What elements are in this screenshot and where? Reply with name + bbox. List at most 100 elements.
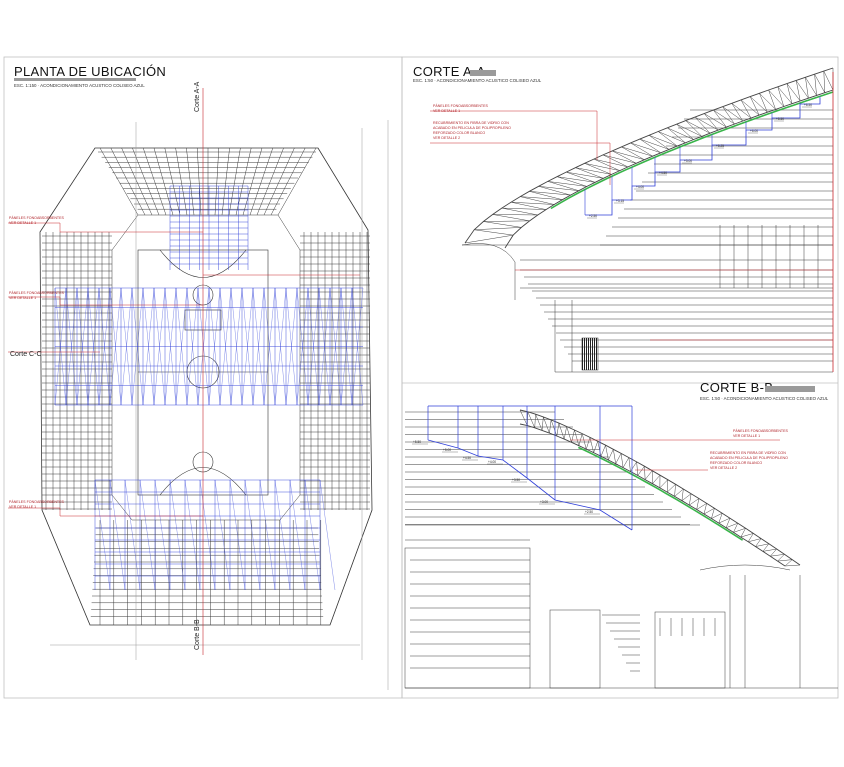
bb-note-lining-3: REFORZADO COLOR BLANCO [710,461,762,465]
aa-truss-web [658,131,686,144]
bb-level-label: +3.00 [540,500,548,504]
aa-truss-web [566,171,596,183]
panel-bottom-diag [259,479,276,591]
bb-truss-web [733,523,739,533]
aa-truss-web [602,154,637,164]
plan-leader-2 [8,296,203,306]
aa-truss-web [795,80,809,99]
aa-note-panels-1: PÁNELES FONOABSORBENTES [433,104,489,108]
aa-truss-top-chord [464,67,834,244]
aa-truss-web [658,131,678,147]
aa-truss-web [704,113,719,131]
aa-note-lining-2: ACABADO EN PELICULA DE POLIPROPILENO [433,126,511,130]
aa-truss-web [704,113,727,128]
aa-truss-web [750,96,768,113]
panel-bottom-diag [304,479,321,591]
aa-truss-web [464,234,514,244]
aa-truss-web [630,142,661,154]
stand-radial-top [256,147,284,216]
plan-scale: ESC. 1:150 · ACONDICIONAMIENTO ACUSTICO … [14,83,145,88]
section-bb-view: CORTE B-B ESC. 1:50 · ACONDICIONAMIENTO … [404,380,838,689]
aa-level-label: +4.00 [636,185,644,189]
bb-arch [699,564,791,571]
bb-truss-web [630,461,637,472]
panel-bottom-diag [184,479,201,591]
aa-level-label: +3.15 [616,199,624,203]
section-bb-level-marks: +5.50+5.00+4.50+4.00+3.50+3.00+2.50 [412,440,600,515]
section-aa-acoustic-panels [584,96,821,216]
aa-level-label: +6.00 [750,129,758,133]
plan-title: PLANTA DE UBICACIÓN [14,64,166,79]
aa-truss-web [805,77,817,96]
section-bb-acoustic-panels [427,405,633,531]
bb-truss-web [571,429,575,443]
aa-level-label: +4.50 [659,171,667,175]
cut-label-cc: Corte C-C [10,351,42,358]
bb-truss-web [622,457,630,468]
bb-truss-web [615,453,622,464]
aa-truss-web [722,106,743,122]
aa-truss-web [722,106,735,125]
plan-title-underline [14,78,136,81]
bb-truss-web [652,475,661,484]
aa-truss-web [630,142,653,157]
stand-radial-top [175,147,188,216]
acoustic-panels-plan [54,185,364,591]
bb-truss-web [644,466,646,480]
aa-truss-web [786,83,793,104]
section-bb-title: CORTE B-B [700,380,773,395]
section-bb-title-bar [765,386,815,392]
aa-door-grille [581,337,599,371]
aa-truss-web [612,150,645,160]
bb-truss-web [711,508,715,519]
aa-truss-web [694,116,711,134]
aa-truss-web [556,176,596,183]
aa-note-panels-2: VER DETALLE 1 [433,109,460,113]
bb-truss-web [762,543,770,552]
aa-truss-web [823,70,834,91]
bb-truss-web [718,517,731,524]
cut-label-aa: Corte A-A [194,81,201,112]
aa-level-label: +6.50 [804,103,812,107]
plan-note-2b: VER DETALLE 1 [9,296,36,300]
bb-truss-web [534,414,536,428]
stand-radial-top [242,147,263,216]
aa-truss-web [648,135,678,147]
bb-truss-web [703,508,715,515]
aa-note-lining-3: REFORZADO COLOR BLANCO [433,131,485,135]
aa-note-lining-4: VER DETALLE 2 [433,136,460,140]
aa-truss-web [814,74,826,93]
panel-bottom-diag [229,479,246,591]
bb-truss-web [597,441,602,457]
section-bb-stands [405,411,700,541]
aa-truss-web [676,124,694,140]
bb-truss-web [549,419,552,434]
bb-truss-web [558,423,565,440]
bb-truss-web [689,493,692,506]
panel-bottom-diag [154,479,171,591]
aa-truss-web [520,196,563,200]
bb-truss-web [620,453,624,468]
aa-truss-web [612,150,637,164]
bb-truss-web [703,503,707,515]
bb-truss-web [733,528,746,533]
aa-truss-web [685,120,702,137]
aa-truss-web [538,186,571,196]
stand-radial-top [142,147,167,216]
plan-note-3a: PÁNELES FONOABSORBENTES [9,500,65,504]
aa-truss-web [575,167,612,175]
bb-truss-web [637,466,645,476]
aa-roof-support [461,243,516,300]
bb-truss-web [593,441,599,453]
aa-truss-web [575,167,604,179]
bb-truss-web [543,416,550,434]
bb-note-panels-2: VER DETALLE 1 [733,434,760,438]
bb-truss-web [586,437,591,450]
bb-truss-web [535,414,543,431]
aa-truss-web [667,127,694,140]
bb-truss-web [770,554,785,557]
bb-truss-web [659,479,668,489]
aa-truss-web [492,214,530,222]
panel-bottom-diag [94,479,111,591]
